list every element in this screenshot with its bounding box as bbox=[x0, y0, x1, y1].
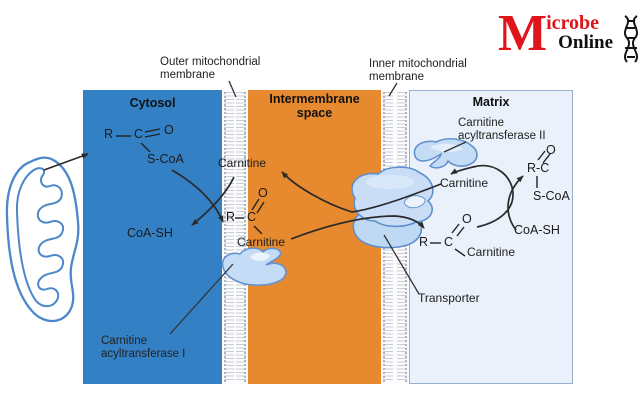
matrix-acylcoa-rc: R-C bbox=[527, 161, 550, 175]
acyltransferase-2-label-line1: Carnitine bbox=[458, 117, 505, 129]
acyltransferase-1-label-line2: acyltransferase I bbox=[101, 347, 186, 360]
cyto-acylcoa-r: R bbox=[104, 127, 114, 141]
lipid-bilayer-band bbox=[224, 92, 234, 382]
fatty-acid-entry-arrow bbox=[43, 153, 89, 171]
inner-mitochondrial-membrane bbox=[381, 90, 409, 384]
outer-membrane-label: Outer mitochondrial membrane bbox=[160, 56, 260, 81]
acyltransferase-2-label: Carnitine acyltransferase II bbox=[458, 117, 546, 142]
outer-mitochondrial-membrane bbox=[222, 90, 248, 384]
cyto-coash: CoA-SH bbox=[127, 226, 173, 240]
lipid-bilayer-band bbox=[397, 92, 407, 382]
intermembrane-space-title: Intermembrane space bbox=[248, 92, 381, 121]
inner-membrane-label-line2: membrane bbox=[369, 70, 424, 83]
ims-acylcarnitine-r: R bbox=[226, 210, 236, 224]
matrix-acylcoa-o: O bbox=[546, 143, 556, 157]
acyltransferase-2-label-line2: acyltransferase II bbox=[458, 129, 546, 142]
cytosol-title: Cytosol bbox=[129, 96, 176, 110]
transporter-label: Transporter bbox=[418, 291, 480, 305]
lipid-bilayer-band bbox=[383, 92, 393, 382]
matrix-carnitine-free: Carnitine bbox=[440, 176, 489, 190]
acyltransferase-1-label-line1: Carnitine bbox=[101, 335, 148, 347]
matrix-acylcarnitine-c: C bbox=[444, 235, 454, 249]
ims-acylcarnitine-o: O bbox=[258, 186, 268, 200]
outer-membrane-label-line2: membrane bbox=[160, 68, 215, 81]
ims-acylcarnitine-carnitine: Carnitine bbox=[237, 235, 286, 249]
acyltransferase-1-label: Carnitine acyltransferase I bbox=[101, 335, 185, 360]
logo-initial: M bbox=[498, 5, 547, 62]
matrix-acylcoa-scoa: S-CoA bbox=[533, 189, 570, 203]
ims-carnitine-free: Carnitine bbox=[218, 156, 267, 170]
mitochondrion-illustration bbox=[5, 156, 80, 323]
cyto-acylcoa-o: O bbox=[164, 123, 174, 137]
cyto-acylcoa-scoa: S-CoA bbox=[147, 152, 184, 166]
ims-title-line2: space bbox=[296, 105, 333, 120]
ims-acylcarnitine-c: C bbox=[247, 210, 257, 224]
inner-membrane-label: Inner mitochondrial membrane bbox=[369, 58, 467, 83]
logo-name-rest: icrobe bbox=[546, 12, 600, 34]
matrix-coash: CoA-SH bbox=[514, 223, 560, 237]
lipid-bilayer-band bbox=[236, 92, 246, 382]
ims-title-line1: Intermembrane bbox=[269, 92, 360, 106]
matrix-title: Matrix bbox=[472, 95, 510, 109]
dna-helix-icon bbox=[624, 15, 638, 63]
matrix-acylcarnitine-carnitine: Carnitine bbox=[467, 245, 516, 259]
outer-membrane-label-line1: Outer mitochondrial bbox=[160, 56, 261, 68]
inner-membrane-label-line1: Inner mitochondrial bbox=[369, 58, 467, 70]
matrix-acylcarnitine-o: O bbox=[462, 212, 472, 226]
cyto-acylcoa-c: C bbox=[134, 127, 144, 141]
logo-second-line: Online bbox=[558, 32, 613, 53]
cytosol-panel bbox=[83, 90, 222, 384]
microbe-online-logo: M icrobe Online bbox=[498, 5, 640, 66]
matrix-acylcarnitine-r: R bbox=[419, 235, 429, 249]
